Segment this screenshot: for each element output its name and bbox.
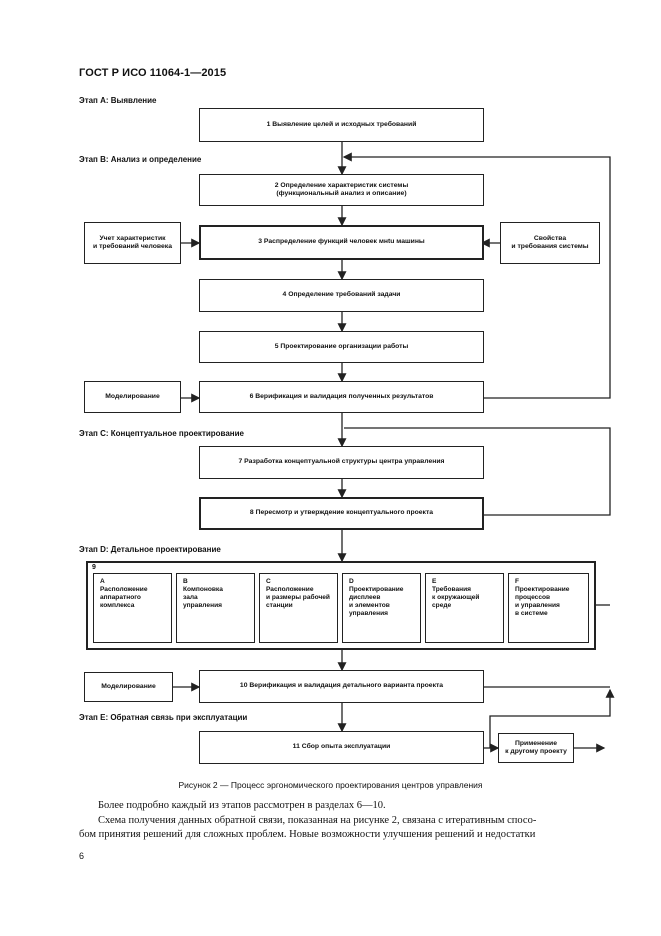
stage-d-label: Этап D: Детальное проектирование <box>79 545 221 554</box>
box-8-conceptual-review: 8 Пересмотр и утверждение концептуальног… <box>199 497 484 530</box>
box-10-detailed-verification: 10 Верификация и валидация детального ва… <box>199 670 484 703</box>
box-modeling-2: Моделирование <box>84 672 173 702</box>
box-system-requirements: Свойства и требования системы <box>500 222 600 264</box>
box-3-function-allocation: 3 Распределение функций человек мнtu маш… <box>199 225 484 260</box>
stage-a-label: Этап А: Выявление <box>79 96 157 105</box>
paragraph-line-3: бом принятия решений для сложных проблем… <box>79 829 536 840</box>
stage-e-label: Этап Е: Обратная связь при эксплуатации <box>79 713 248 722</box>
paragraph-line-1: Более подробно каждый из этапов рассмотр… <box>98 800 386 811</box>
paragraph-line-2: Схема получения данных обратной связи, п… <box>98 815 537 826</box>
page-number: 6 <box>79 851 85 861</box>
stage-c-label: Этап С: Концептуальное проектирование <box>79 429 245 438</box>
document-header: ГОСТ Р ИСО 11064-1—2015 <box>79 67 227 79</box>
stage-b-label: Этап В: Анализ и определение <box>79 155 202 164</box>
subbox-e: Е Требования к окружающей среде <box>425 573 504 643</box>
box-human-requirements: Учет характеристик и требований человека <box>84 222 181 264</box>
subbox-d: D Проектирование дисплеев и элементов уп… <box>342 573 421 643</box>
subbox-f: F Проектирование процессов и управления … <box>508 573 589 643</box>
box-9-detailed-design: 9 <box>86 561 596 650</box>
box-apply-other-project: Применение к другому проекту <box>498 733 574 763</box>
subbox-c: С Расположение и размеры рабочей станции <box>259 573 338 643</box>
box-5-job-design: 5 Проектирование организации работы <box>199 331 484 363</box>
box-1-goals: 1 Выявление целей и исходных требований <box>199 108 484 142</box>
box-9-label: 9 <box>92 564 96 571</box>
box-2-system-characteristics: 2 Определение характеристик системы (фун… <box>199 174 484 206</box>
box-6-verification: 6 Верификация и валидация полученных рез… <box>199 381 484 413</box>
figure-caption: Рисунок 2 — Процесс эргономического прое… <box>178 780 483 790</box>
subbox-b: В Компоновка зала управления <box>176 573 255 643</box>
box-4-task-requirements: 4 Определение требований задачи <box>199 279 484 312</box>
box-7-conceptual-structure: 7 Разработка концептуальной структуры це… <box>199 446 484 479</box>
box-modeling-1: Моделирование <box>84 381 181 413</box>
subbox-a: А Расположение аппаратного комплекса <box>93 573 172 643</box>
box-11-operational-experience: 11 Сбор опыта эксплуатации <box>199 731 484 764</box>
